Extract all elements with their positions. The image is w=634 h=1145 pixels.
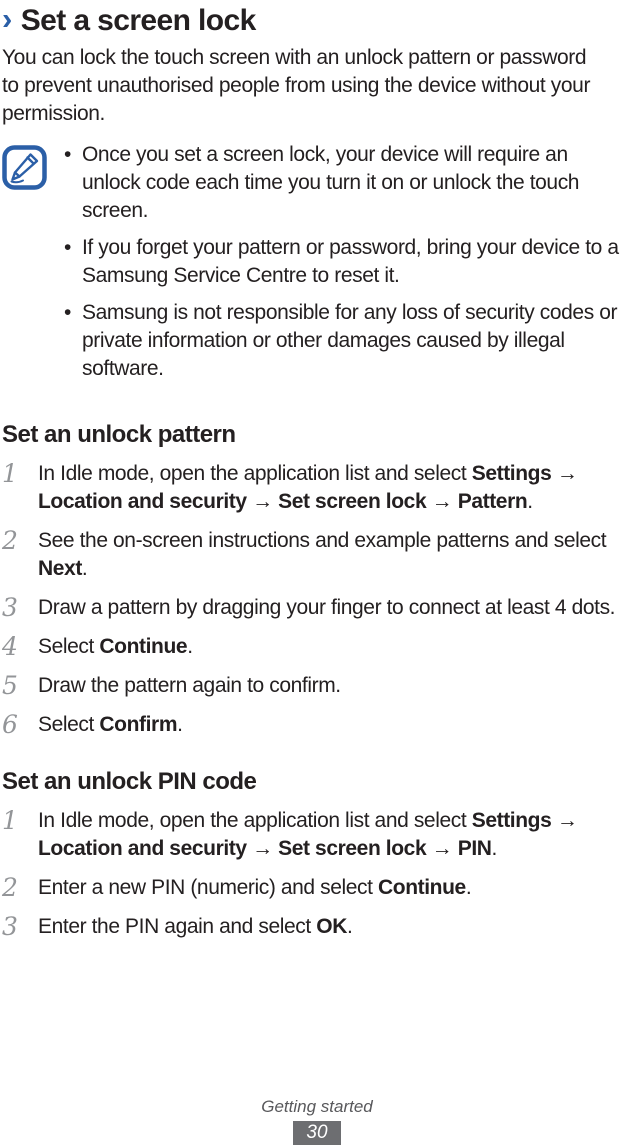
step-text: In Idle mode, open the application list … [38, 807, 630, 863]
note-box: Once you set a screen lock, your device … [2, 141, 630, 392]
step-text-segment: → [246, 490, 279, 513]
step-item: 3 Enter the PIN again and select OK. [2, 913, 630, 941]
step-menu-label: Continue [378, 876, 466, 899]
step-number: 3 [2, 912, 18, 941]
pencil-note-icon [2, 145, 47, 392]
step-text: Select Continue. [38, 633, 630, 661]
step-text-segment: . [187, 635, 193, 658]
step-menu-label: PIN [457, 837, 492, 860]
step-item: 2 See the on-screen instructions and exam… [2, 527, 630, 583]
step-item: 5 Draw the pattern again to confirm. [2, 672, 630, 700]
step-text-segment: → [551, 462, 578, 485]
step-menu-label: Location and security [38, 490, 247, 513]
section-heading: Set an unlock pattern [2, 421, 236, 448]
note-bullet-item: Samsung is not responsible for any loss … [63, 299, 619, 383]
step-number: 3 [2, 593, 18, 622]
step-text: Enter a new PIN (numeric) and select Con… [38, 874, 630, 902]
step-number: 2 [2, 526, 18, 555]
note-bullet-item: If you forget your pattern or password, … [63, 234, 619, 290]
step-number: 5 [2, 671, 18, 700]
step-text-segment: Select [38, 635, 100, 658]
step-text-segment: → [426, 490, 458, 513]
step-text: In Idle mode, open the application list … [38, 460, 630, 516]
step-item: 1 In Idle mode, open the application list… [2, 460, 630, 516]
step-text-segment: → [246, 837, 279, 860]
step-text-segment: In Idle mode, open the application list … [38, 462, 472, 485]
step-text-segment: . [346, 915, 353, 938]
intro-paragraph: You can lock the touch screen with an un… [2, 46, 591, 125]
step-menu-label: Settings [471, 809, 552, 832]
step-text-segment: Draw a pattern by dragging your finger t… [38, 596, 616, 619]
page-title: › Set a screen lock [2, 1, 630, 38]
step-number: 2 [2, 873, 18, 902]
step-menu-label: Set screen lock [278, 837, 427, 860]
step-text-segment: → [551, 809, 578, 832]
note-bullet-list: Once you set a screen lock, your device … [63, 141, 619, 392]
step-number: 4 [2, 632, 18, 661]
step-text: Draw a pattern by dragging your finger t… [38, 594, 630, 622]
step-text-segment: . [527, 490, 533, 513]
step-text-segment: Draw the pattern again to confirm. [38, 674, 341, 697]
step-menu-label: Location and security [38, 837, 247, 860]
footer-chapter-label: Getting started [261, 1097, 373, 1116]
step-text-segment: Enter a new PIN (numeric) and select [38, 876, 379, 899]
note-bullet-item: Once you set a screen lock, your device … [63, 141, 619, 225]
step-text-segment: . [177, 713, 183, 736]
step-text: Enter the PIN again and select OK. [38, 913, 630, 941]
step-text-segment: . [491, 837, 498, 860]
step-menu-label: Pattern [457, 490, 528, 513]
chevron-right-icon: › [2, 1, 12, 36]
step-text-segment: . [81, 557, 88, 580]
page-footer: Getting started 30 [0, 1097, 634, 1145]
step-number: 6 [2, 710, 18, 739]
step-number: 1 [2, 806, 18, 835]
step-item: 1 In Idle mode, open the application list… [2, 807, 630, 863]
step-menu-label: OK [316, 915, 347, 938]
step-text-segment: → [426, 837, 458, 860]
step-text-segment: See the on-screen instructions and examp… [38, 529, 607, 552]
step-menu-label: Set screen lock [278, 490, 427, 513]
step-menu-label: Confirm [99, 713, 178, 736]
step-text-segment: Enter the PIN again and select [38, 915, 317, 938]
step-menu-label: Next [38, 557, 82, 580]
step-item: 6 Select Confirm. [2, 711, 630, 739]
step-number: 1 [2, 459, 18, 488]
step-text: Draw the pattern again to confirm. [38, 672, 630, 700]
step-item: 3 Draw a pattern by dragging your finger … [2, 594, 630, 622]
step-text-segment: In Idle mode, open the application list … [38, 809, 472, 832]
section-heading: Set an unlock PIN code [2, 768, 257, 795]
sections-container: Set an unlock pattern 1 In Idle mode, open… [2, 421, 630, 941]
step-menu-label: Continue [99, 635, 188, 658]
page-title-text: Set a screen lock [20, 4, 257, 37]
step-text-segment: . [465, 876, 472, 899]
step-list: 1 In Idle mode, open the application list… [2, 460, 630, 739]
step-item: 4 Select Continue. [2, 633, 630, 661]
page-number-badge: 30 [293, 1121, 341, 1145]
step-text-segment: Select [38, 713, 100, 736]
step-text: Select Confirm. [38, 711, 630, 739]
step-text: See the on-screen instructions and examp… [38, 527, 630, 583]
step-menu-label: Settings [471, 462, 552, 485]
step-item: 2 Enter a new PIN (numeric) and select Co… [2, 874, 630, 902]
step-list: 1 In Idle mode, open the application list… [2, 807, 630, 941]
